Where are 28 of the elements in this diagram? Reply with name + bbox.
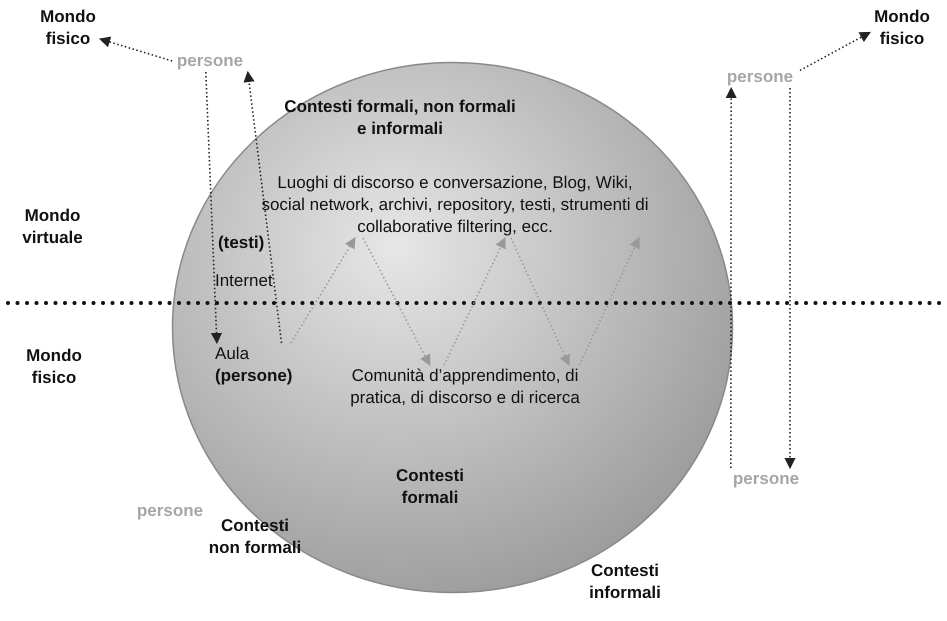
world-label: Mondo virtuale [21,205,84,249]
dotted-arrow [362,238,431,366]
dotted-arrow [98,36,172,62]
dotted-arrow [578,236,640,366]
dotted-arrow [726,86,737,468]
dotted-arrow [243,70,282,344]
people-label: persone [168,50,252,72]
dotted-arrow [784,88,796,470]
dotted-arrow [290,237,356,344]
people-note: (persone) [215,365,294,387]
dotted-arrow [800,32,871,72]
world-label: Mondo fisico [25,345,83,389]
people-label: persone [720,66,800,88]
community-text: Comunità d’apprendimento, di pratica, di discorso e di ricerca [335,365,595,409]
dotted-arrow [443,237,506,366]
dotted-arrow [205,72,222,344]
context-heading: Contesti formali [395,465,465,509]
network-label: Internet [215,270,274,292]
people-label: persone [136,500,204,522]
classroom-text: Aula [215,343,250,365]
dotted-arrow [510,238,570,366]
context-label: Contesti informali [588,560,662,604]
world-label: Mondo fisico [862,6,942,50]
context-heading: Contesti formali, non formali e informali [283,96,517,140]
texts-note: (testi) [218,232,266,254]
people-label: persone [726,468,806,490]
context-label: Contesti non formali [208,515,302,559]
world-label: Mondo fisico [28,6,108,50]
